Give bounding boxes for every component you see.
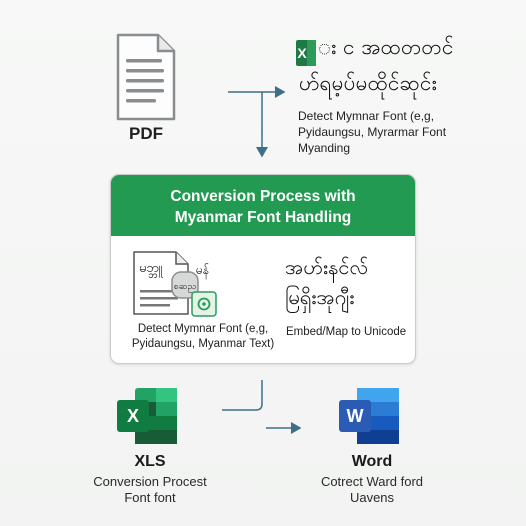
process-title-line-1: Conversion Process with (170, 188, 356, 205)
connector-process-to-outputs (222, 380, 263, 411)
excel-file-icon: X (117, 388, 177, 444)
doc-myanmar-text: မဘ္ဘူ (139, 261, 163, 276)
xls-badge-letter: X (127, 406, 139, 426)
detect-font-note-top: Detect Mymnar Font (e,g, Pyidaungsu, Myr… (298, 108, 488, 156)
detect-top-line-2: Pyidaungsu, Myrarmar Font (298, 125, 447, 139)
word-badge-letter: W (347, 406, 364, 426)
process-header: Conversion Process with Myanmar Font Han… (111, 175, 415, 236)
unicode-myanmar-line-1: အဟ်းနင်လ် (285, 255, 369, 279)
pdf-label: PDF (129, 124, 163, 143)
detect-top-line-1: Detect Mymnar Font (e,g, (298, 109, 435, 123)
word-caption-line-1: Cotrect Ward ford (320, 474, 424, 489)
excel-badge-icon: X (296, 40, 316, 66)
embed-map-label: Embed/Map to Unicode (286, 326, 407, 338)
word-caption: Cotrect Ward ford Uavens (292, 474, 452, 506)
myanmar-heading-line-2: ဟ်ရမ့ပ်မထိုင်ဆုင်း (299, 71, 437, 95)
doc-chip-text: စဆည (174, 282, 196, 293)
detect-font-note-process: Detect Mymnar Font (e,g, Pyidaungsu, Mya… (118, 322, 288, 352)
pdf-document-icon (116, 33, 176, 121)
word-label: Word (351, 453, 393, 470)
doc-myanmar-text-2: မန် (196, 263, 210, 277)
process-title-line-2: Myanmar Font Handling (174, 209, 352, 226)
myanmar-document-icon: စဆည (133, 251, 217, 317)
excel-badge-letter: X (297, 45, 307, 61)
detect-top-line-3: Myanding (298, 141, 351, 155)
xls-caption-line-2: Font font (124, 490, 176, 505)
process-title: Conversion Process with Myanmar Font Han… (111, 186, 415, 228)
myanmar-heading-line-1: း င အထတတင် (318, 35, 454, 59)
detect-mid-line-2: Pyidaungsu, Myanmar Text) (131, 338, 275, 350)
unicode-myanmar-line-2: မြရှိးအုဂျီး (285, 285, 355, 309)
xls-label: XLS (134, 453, 166, 470)
xls-caption-line-1: Conversion Procest (93, 474, 207, 489)
word-file-icon: W (339, 388, 399, 444)
detect-mid-line-1: Detect Mymnar Font (e,g, (137, 323, 269, 335)
word-caption-line-2: Uavens (349, 490, 395, 505)
xls-caption: Conversion Procest Font font (70, 474, 230, 506)
